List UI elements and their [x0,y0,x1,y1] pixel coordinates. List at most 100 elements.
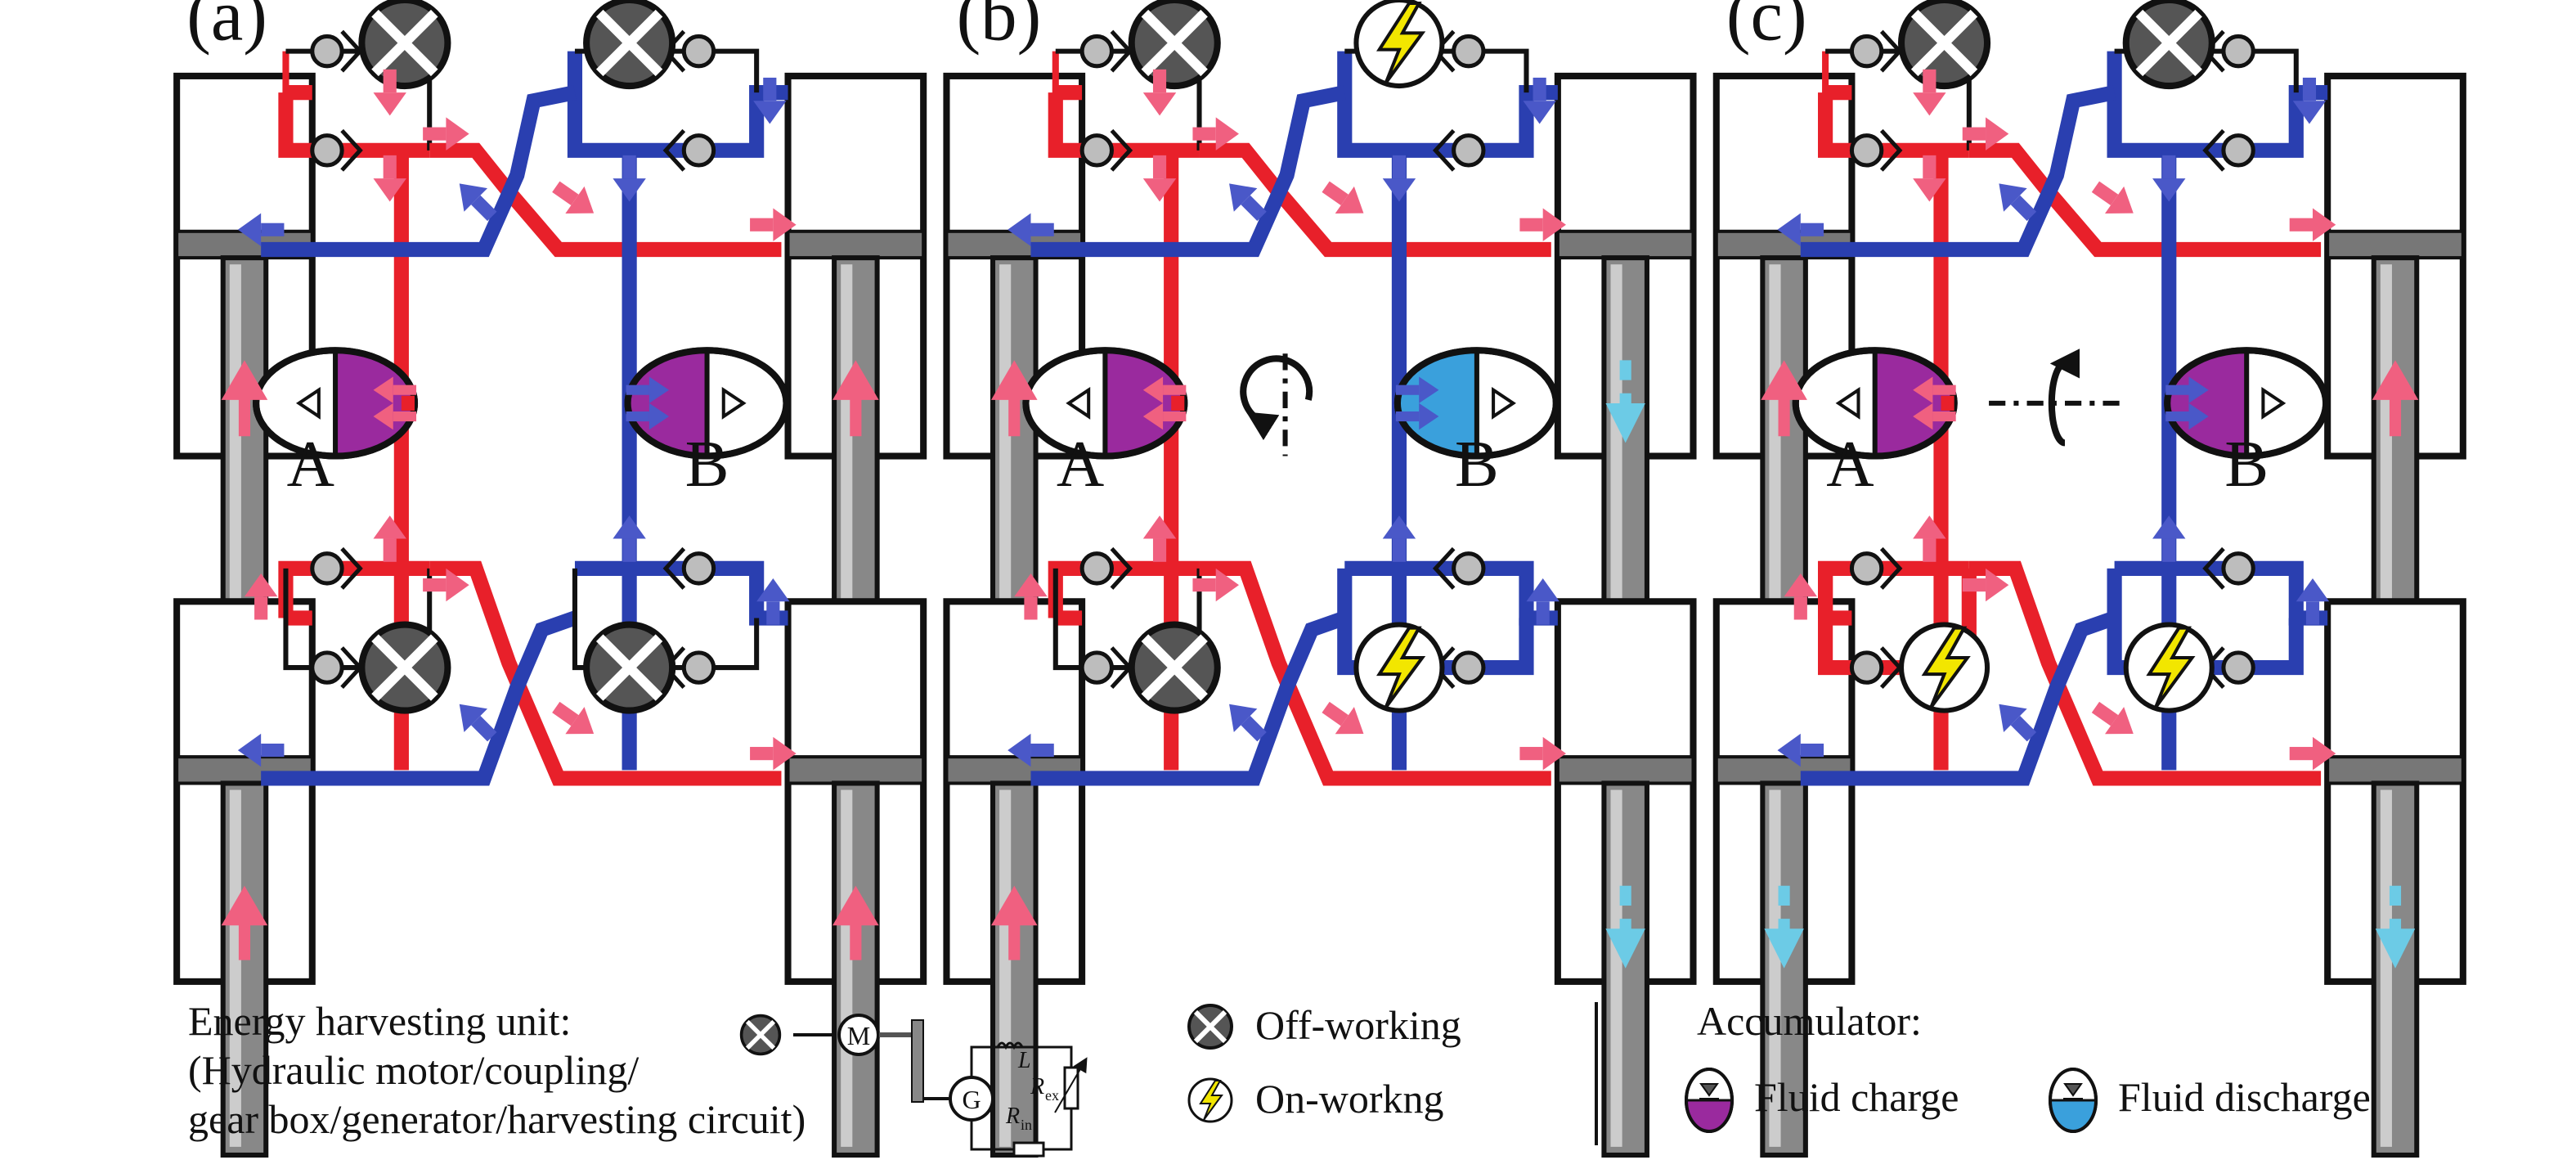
accumulator-a-label: A [1826,428,1874,501]
r-ex-label: R [1030,1074,1044,1099]
harvester-upper-left-off-icon [1897,0,1991,90]
flow-arrow [237,733,285,767]
pipe-red-cross-lower [1968,560,2322,786]
flow-arrow [1142,69,1177,116]
flow-arrow [1913,155,1946,202]
cylinder-rear-left [943,598,1086,1158]
flow-arrow [1913,515,1946,562]
cylinder-front-right [784,72,927,632]
flow-arrow [552,701,595,735]
flow-arrow [750,736,797,771]
flow-arrow [1777,733,1824,767]
input-arrow-front-left [1761,360,1807,437]
generator-symbol: G [962,1085,981,1114]
legend-charge-label: Fluid charge [1754,1074,1959,1120]
flow-arrow [1229,183,1267,222]
flow-arrow [2289,208,2336,241]
accumulator-a [253,347,419,460]
input-arrow-rear-left [221,885,268,960]
flow-arrow [2289,736,2336,771]
pipe-blue-cross-upper [261,85,577,258]
flow-arrow [1999,704,2037,742]
check-valve [1432,128,1486,172]
legend-off-working-label: Off-working [1255,1002,1461,1048]
r-ex-sub: ex [1045,1087,1059,1104]
legend-off-working-icon [1187,1004,1233,1050]
flow-arrow [613,515,646,562]
flow-arrow [1014,573,1048,620]
harvester-lower-right-off-icon [583,621,676,714]
harvester-lower-left-on-icon [1898,622,1990,713]
input-arrow-rear-right [832,885,879,960]
check-valve [1849,29,1903,73]
flow-arrow [373,515,406,562]
accumulator-b [1393,347,1560,460]
check-valve [2202,128,2255,172]
flow-arrow [1192,568,1239,602]
pipe-red-cross-lower [429,560,782,786]
flow-arrow [1382,515,1416,562]
flow-arrow [459,704,497,742]
accumulator-a-label: A [287,428,334,501]
check-valve [310,546,363,590]
panel-c: (c) A B [1712,0,2466,1158]
pipe-blue-cross-upper [1800,85,2116,258]
legend-discharge-label: Fluid discharge [2118,1074,2371,1120]
check-valve [662,646,716,690]
input-arrow-front-right [832,360,879,437]
roll-rotation-icon [1240,353,1313,456]
pipe-blue-lower-right [1344,560,1558,626]
flow-arrow [244,573,278,620]
legend-ehu-line2: (Hydraulic motor/coupling/ [188,1047,639,1093]
input-arrow-front-left [221,360,268,437]
accumulator-a-label: A [1057,428,1104,501]
flow-arrow [1519,208,1566,241]
flow-arrow-double [626,376,670,430]
harvester-upper-right-on-icon [1353,0,1445,89]
harvester-upper-right-off-icon [2122,0,2215,90]
accumulator-b [624,347,790,460]
panel-label: (a) [186,0,267,56]
cylinder-front-left [1712,72,1856,632]
check-valve [2202,546,2255,590]
pipe-blue-cross-lower [1030,610,1348,786]
legend-off-unit-icon [739,1014,782,1056]
pitch-rotation-icon [1989,348,2121,447]
flow-arrow [756,578,790,625]
flow-arrow-double [1913,376,1956,430]
check-valve [1849,546,1903,590]
cylinder-front-left [173,72,316,632]
check-valve [1079,546,1133,590]
legend-charge-icon [1685,1068,1734,1133]
cylinder-front-right [1554,72,1697,632]
cylinder-front-left [943,72,1086,632]
inductor-icon [996,1041,1024,1050]
flow-arrow [1777,213,1824,246]
flow-arrow [2091,701,2134,735]
flow-arrow [2296,578,2330,625]
cylinder-rear-right [1554,598,1697,1158]
flow-arrow [1382,155,1416,202]
flow-arrow [753,77,787,124]
flow-arrow [1784,573,1817,620]
motor-symbol: M [847,1021,870,1050]
flow-arrow [1229,704,1267,742]
legend-ehu-title: Energy harvesting unit: [188,998,571,1044]
accumulator-b-label: B [1455,428,1499,501]
accumulator-a [1022,347,1188,460]
accumulator-b-label: B [2224,428,2269,501]
flow-arrow [1913,69,1946,116]
flow-arrow [1526,578,1560,625]
check-valve [662,546,716,590]
panel-label: (c) [1726,0,1807,56]
pipe-blue-cross-lower [1800,610,2117,786]
check-valve [2202,646,2255,690]
flow-arrow-double [1395,376,1439,430]
flow-arrow [2091,181,2134,214]
harvester-upper-left-off-icon [1128,0,1221,90]
flow-arrow [1008,733,1054,767]
legend-discharge-icon [2049,1068,2098,1133]
